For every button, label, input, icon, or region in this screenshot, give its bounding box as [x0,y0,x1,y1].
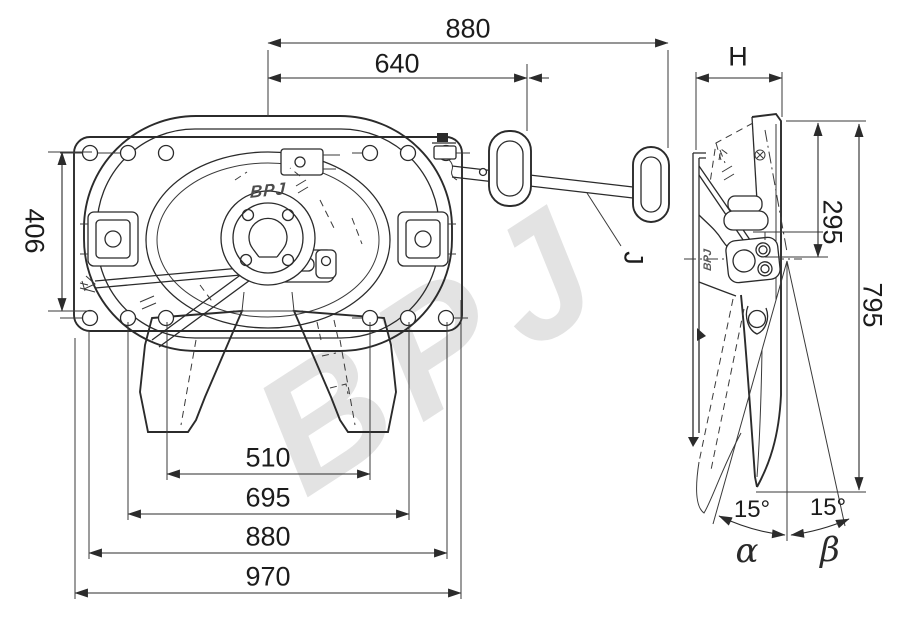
handle-leader-line [586,192,622,247]
angle-label-front-15: 15° [733,496,771,523]
dim-label-bolt-span-inner: 510 [245,442,291,473]
handle-reference-label: J [618,251,649,265]
top-view-drawing [60,115,670,433]
dim-label-overall-bottom: 970 [245,561,291,592]
dim-label-bolt-span-middle: 695 [245,482,291,513]
dim-label-top-to-pivot: 295 [817,199,848,245]
dim-label-bolt-span-outer: 880 [245,521,291,552]
angle-arc-beta [790,518,850,538]
cast-brand-logo-top-view: BPJ [249,179,287,202]
angle-name-alpha: α [735,531,759,571]
angle-arc-alpha [718,515,786,539]
side-view-drawing [684,112,850,541]
dim-label-overall-top: 880 [445,13,491,44]
dim-label-release-handle: 640 [374,48,420,79]
dim-label-mount-bolt-vertical: 406 [19,208,50,254]
angle-name-beta: β [820,530,840,570]
angle-label-rear-15: 15° [809,494,847,521]
cast-brand-logo-side-view: BPJ [702,248,714,272]
dimension-lines [48,38,866,599]
dim-label-height-h: H [728,41,748,72]
dim-label-side-overall: 795 [857,282,888,328]
